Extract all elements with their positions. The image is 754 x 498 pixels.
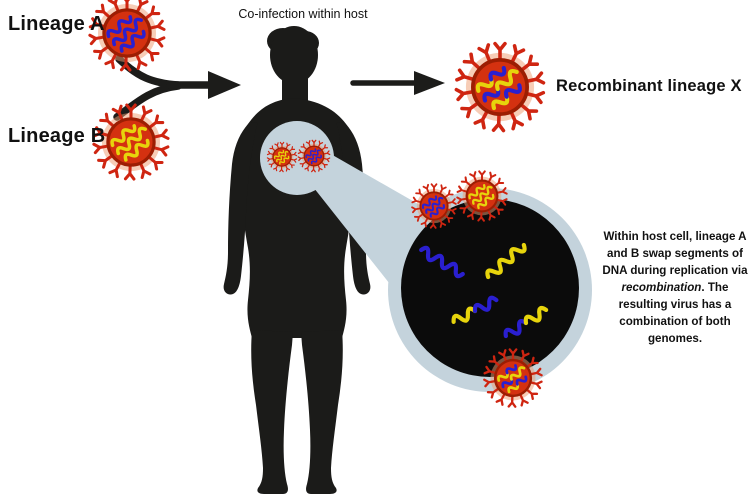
annotation-text-before: Within host cell, lineage A and B swap s… xyxy=(602,230,748,277)
lineage-b-label: Lineage B xyxy=(8,125,106,147)
virus-icon-recombinant-x xyxy=(456,44,543,131)
human-silhouette xyxy=(223,26,371,494)
annotation-text-after: . The resulting virus has a combination … xyxy=(618,280,732,345)
annotation-italic-word: recombination xyxy=(621,280,702,294)
coinfection-label: Co-infection within host xyxy=(238,7,368,21)
host-cell xyxy=(401,199,579,377)
recombination-annotation: Within host cell, lineage A and B swap s… xyxy=(596,229,754,347)
chest-callout-circle xyxy=(260,121,334,195)
recombinant-lineage-x-label: Recombinant lineage X xyxy=(556,77,742,95)
recombinant-output-arrow xyxy=(350,71,445,95)
coinfection-merge-arrow xyxy=(113,55,241,121)
lineage-a-label: Lineage A xyxy=(8,13,105,35)
